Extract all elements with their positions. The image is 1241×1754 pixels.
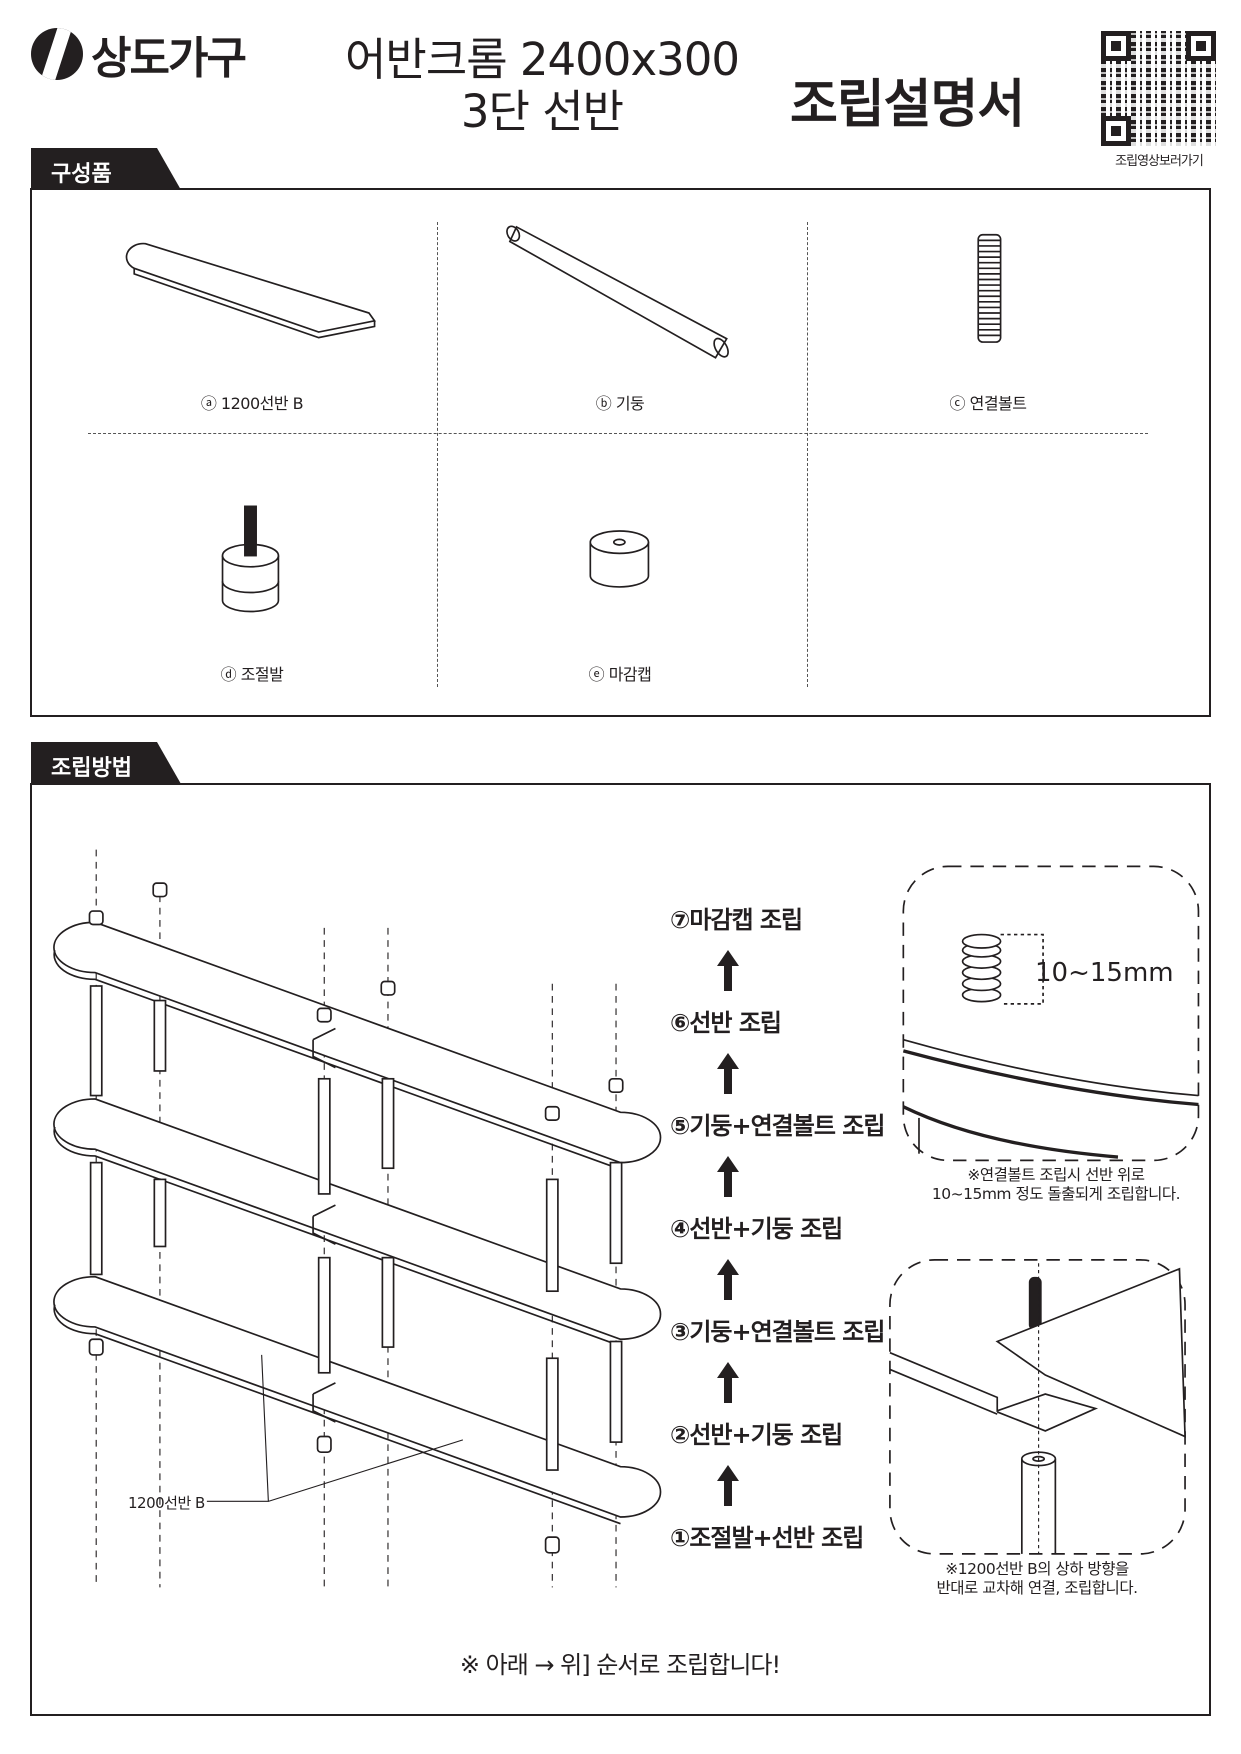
detail2-note: ※1200선반 B의 상하 방향을 반대로 교차해 연결, 조립합니다. <box>887 1560 1187 1598</box>
product-title: 어반크롬 2400x300 3단 선반 <box>330 34 754 138</box>
shelf-callout-label: 1200선반 B <box>128 1494 205 1512</box>
part-label-foot: ⓓ 조절발 <box>220 665 284 684</box>
divider <box>437 222 438 687</box>
end-cap <box>608 1077 624 1094</box>
shelf-joint <box>312 1027 336 1069</box>
document-type: 조립설명서 <box>790 75 1025 135</box>
shelf-joint <box>312 1204 336 1245</box>
step-4: ④선반+기둥 조립 <box>670 1215 843 1243</box>
divider <box>807 222 808 687</box>
end-cap <box>88 910 104 926</box>
title-line-2: 3단 선반 <box>460 85 624 138</box>
bolt-part-drawing <box>977 233 1002 343</box>
post <box>545 1357 559 1471</box>
footer-note: ※ 아래 → 위] 순서로 조립합니다! <box>459 1651 781 1679</box>
step-6: ⑥선반 조립 <box>670 1009 782 1037</box>
part-label-post: ⓑ 기둥 <box>595 394 645 413</box>
note-line: ※연결볼트 조립시 선반 위로 <box>967 1166 1145 1184</box>
divider <box>88 433 1148 434</box>
arrow-up-icon <box>717 1156 739 1198</box>
end-cap <box>380 980 396 996</box>
step-5: ⑤기둥+연결볼트 조립 <box>670 1112 885 1140</box>
arrow-up-icon <box>717 1259 739 1301</box>
post <box>381 1077 395 1170</box>
brand-logo: 상도가구 <box>31 22 247 86</box>
leveling-foot <box>544 1536 560 1554</box>
part-label-bolt: ⓒ 연결볼트 <box>949 394 1027 413</box>
part-label-cap: ⓔ 마감캡 <box>588 665 652 684</box>
cap-part-drawing <box>589 530 650 588</box>
shelf-part-drawing <box>125 242 376 339</box>
bolt-protrusion-detail <box>902 865 1200 1162</box>
post <box>317 1077 331 1195</box>
note-line: ※1200선반 B의 상하 방향을 <box>945 1560 1129 1578</box>
detail1-note: ※연결볼트 조립시 선반 위로 10~15mm 정도 돌출되게 조립합니다. <box>906 1166 1206 1204</box>
post <box>609 1161 623 1265</box>
step-3: ③기둥+연결볼트 조립 <box>670 1318 885 1346</box>
post <box>609 1340 623 1443</box>
shelf-edge <box>53 1304 621 1525</box>
post <box>317 1256 331 1374</box>
qr-code[interactable] <box>1101 31 1216 146</box>
parts-box <box>30 188 1211 717</box>
assembly-section-tab: 조립방법 <box>31 742 181 784</box>
post <box>89 1161 103 1276</box>
shelf-edge <box>53 949 621 1171</box>
post-part-drawing <box>506 225 729 359</box>
arrow-up-icon <box>717 1465 739 1507</box>
assembly-box <box>30 783 1211 1716</box>
post <box>89 985 103 1097</box>
shelf-board <box>53 921 662 1164</box>
end-cap <box>152 882 168 898</box>
step-7: ⑦마감캡 조립 <box>670 906 803 934</box>
leveling-foot <box>316 1435 332 1454</box>
logo-mark-icon <box>31 28 83 80</box>
note-line: 10~15mm 정도 돌출되게 조립합니다. <box>931 1185 1181 1203</box>
post <box>153 1178 167 1248</box>
step-1: ①조절발+선반 조립 <box>670 1524 864 1552</box>
end-cap <box>316 1007 332 1023</box>
shelf-joint <box>312 1382 336 1423</box>
post <box>545 1178 559 1293</box>
arrow-up-icon <box>717 1053 739 1095</box>
post <box>381 1256 395 1348</box>
step-2: ②선반+기둥 조립 <box>670 1421 843 1449</box>
parts-section-tab: 구성품 <box>31 148 181 190</box>
shelf-cross-connection-detail <box>889 1259 1186 1555</box>
brand-name: 상도가구 <box>91 33 247 84</box>
shelf-board <box>53 1275 662 1518</box>
shelf-assembly-drawing <box>53 849 662 1588</box>
arrow-up-icon <box>717 950 739 992</box>
leveling-foot <box>88 1338 104 1356</box>
dimension-label: 10~15mm <box>1035 958 1174 988</box>
part-label-shelf: ⓐ 1200선반 B <box>200 394 304 413</box>
foot-part-drawing <box>221 505 280 613</box>
end-cap <box>544 1105 560 1121</box>
shelf-edge <box>53 1126 621 1347</box>
post <box>153 999 167 1072</box>
arrow-up-icon <box>717 1362 739 1404</box>
shelf-board <box>53 1098 662 1341</box>
note-line: 반대로 교차해 연결, 조립합니다. <box>936 1579 1138 1597</box>
title-line-1: 어반크롬 2400x300 <box>345 33 740 86</box>
qr-caption: 조립영상보러가기 <box>1115 154 1204 169</box>
